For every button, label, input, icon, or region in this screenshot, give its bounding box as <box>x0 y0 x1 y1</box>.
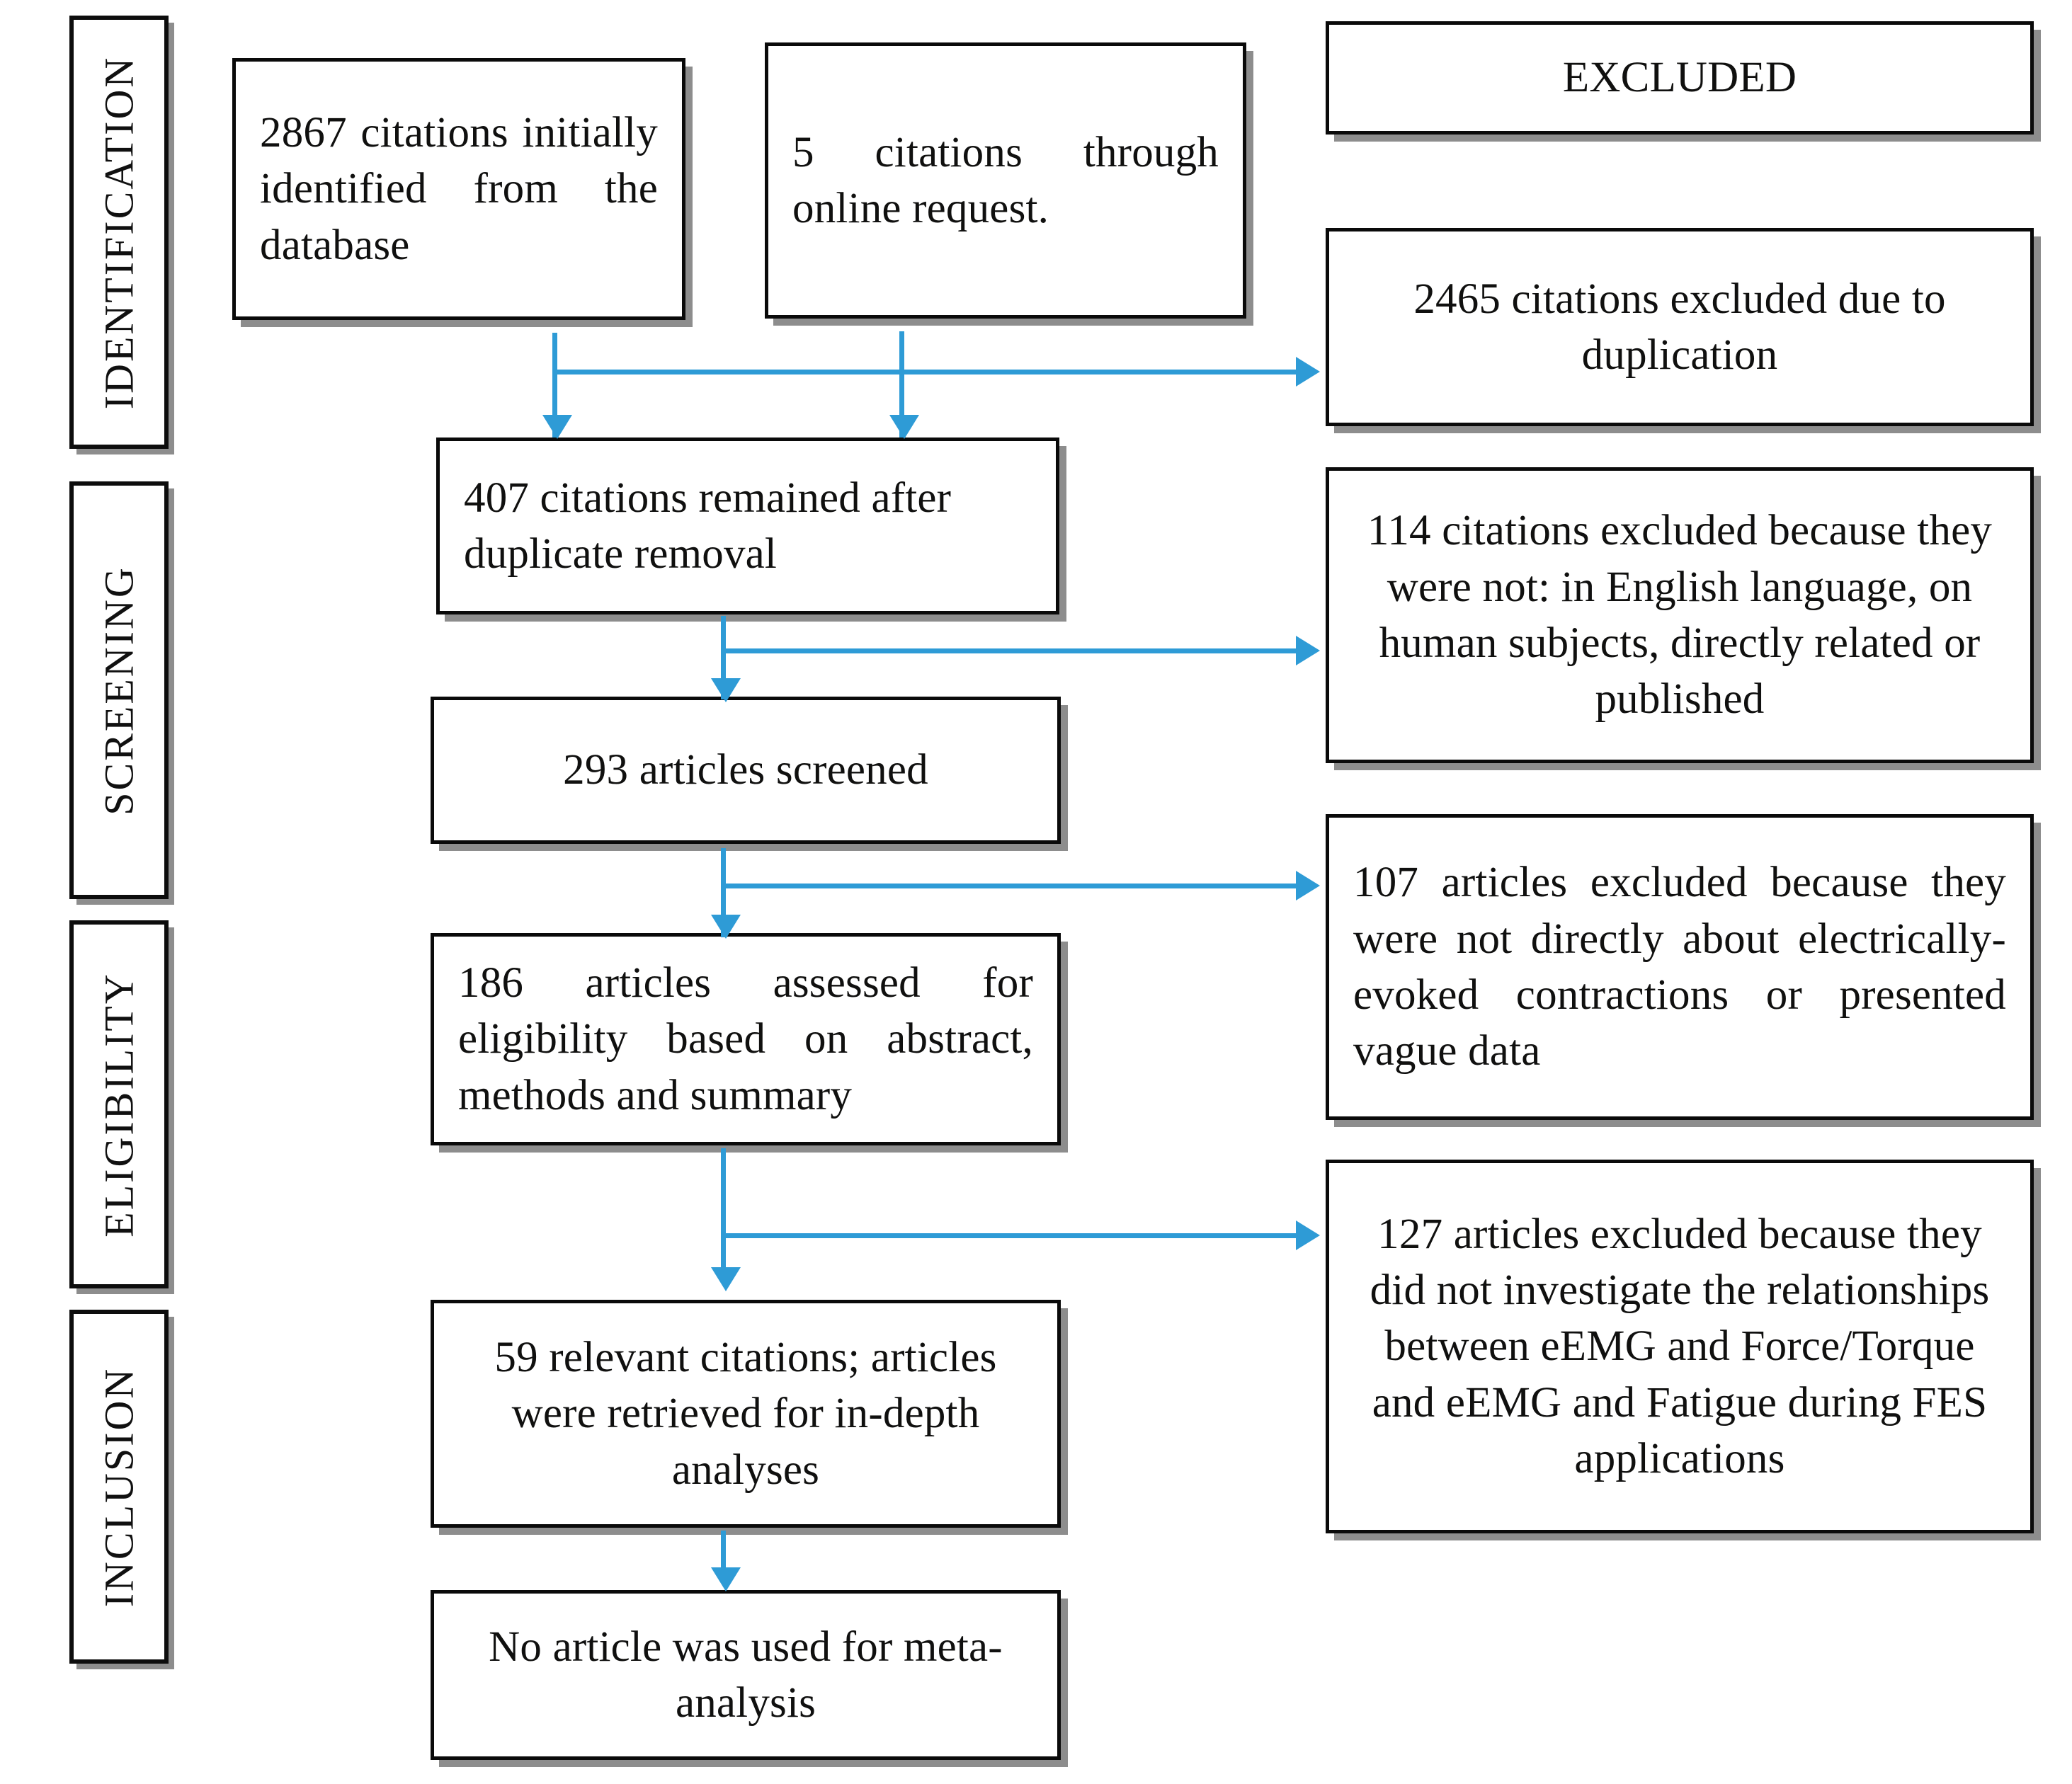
connector-screened-to-assessed <box>721 848 726 937</box>
exclusion-box-duplication: 2465 citations excluded due to duplicati… <box>1326 228 2034 426</box>
arrow-source2-down <box>889 415 919 439</box>
exclusion-box-no-relationship-text: 127 articles excluded because they did n… <box>1370 1210 1990 1482</box>
phase-label-eligibility-text: ELIGIBILITY <box>96 971 142 1237</box>
excluded-header-box: EXCLUDED <box>1326 21 2034 135</box>
flow-box-assessed-eligibility: 186 articles assessed for eligibility ba… <box>431 933 1061 1145</box>
connector-to-not-eemg <box>721 884 1297 888</box>
phase-label-inclusion: INCLUSION <box>69 1310 169 1664</box>
connector-assessed-to-relevant <box>721 1148 726 1281</box>
arrow-to-duplication <box>1296 357 1320 387</box>
flow-box-after-duplicate-removal-text: 407 citations remained after duplicate r… <box>464 474 952 578</box>
exclusion-box-not-eemg-text: 107 articles excluded because they were … <box>1353 859 2006 1075</box>
flow-box-meta-analysis: No article was used for meta-analysis <box>431 1590 1061 1760</box>
phase-label-identification-text: IDENTIFICATION <box>96 55 142 409</box>
flow-box-screened: 293 articles screened <box>431 697 1061 844</box>
phase-label-eligibility: ELIGIBILITY <box>69 920 169 1288</box>
connector-relevant-to-meta <box>721 1531 726 1576</box>
arrow-screened-to-assessed <box>711 915 741 939</box>
excluded-header-text: EXCLUDED <box>1562 54 1797 102</box>
arrow-assessed-to-relevant <box>711 1267 741 1291</box>
connector-source1-down <box>552 333 557 438</box>
connector-to-duplication <box>552 370 1297 374</box>
arrow-to-not-eemg <box>1296 871 1320 900</box>
phase-label-screening-text: SCREENING <box>96 565 142 816</box>
source-box-online-request: 5 citations through online request. <box>765 42 1246 319</box>
phase-label-screening: SCREENING <box>69 481 169 899</box>
connector-source2-down <box>899 331 904 438</box>
exclusion-box-no-relationship: 127 articles excluded because they did n… <box>1326 1160 2034 1533</box>
arrow-source1-down <box>542 415 572 439</box>
flow-box-relevant-citations-text: 59 relevant citations; articles were ret… <box>494 1334 997 1494</box>
source-box-database-citations-text: 2867 citations initially identified from… <box>260 109 658 269</box>
exclusion-box-not-eemg: 107 articles excluded because they were … <box>1326 814 2034 1120</box>
source-box-database-citations: 2867 citations initially identified from… <box>232 58 685 320</box>
phase-label-inclusion-text: INCLUSION <box>96 1366 142 1607</box>
phase-label-identification: IDENTIFICATION <box>69 16 169 449</box>
connector-to-not-eligible <box>721 648 1297 653</box>
connector-dup-to-screened <box>721 616 726 699</box>
flow-box-after-duplicate-removal: 407 citations remained after duplicate r… <box>436 438 1059 614</box>
flow-box-assessed-eligibility-text: 186 articles assessed for eligibility ba… <box>458 959 1033 1119</box>
flow-box-meta-analysis-text: No article was used for meta-analysis <box>489 1623 1003 1727</box>
arrow-to-not-eligible <box>1296 636 1320 665</box>
flow-box-relevant-citations: 59 relevant citations; articles were ret… <box>431 1300 1061 1528</box>
source-box-online-request-text: 5 citations through online request. <box>792 128 1219 232</box>
arrow-dup-to-screened <box>711 678 741 702</box>
flow-box-screened-text: 293 articles screened <box>563 746 928 794</box>
arrow-to-no-relationship <box>1296 1220 1320 1250</box>
connector-to-no-relationship <box>721 1233 1297 1238</box>
exclusion-box-not-eligible-text: 114 citations excluded because they were… <box>1367 507 1993 724</box>
arrow-relevant-to-meta <box>711 1567 741 1591</box>
exclusion-box-not-eligible: 114 citations excluded because they were… <box>1326 467 2034 763</box>
exclusion-box-duplication-text: 2465 citations excluded due to duplicati… <box>1413 275 1946 379</box>
